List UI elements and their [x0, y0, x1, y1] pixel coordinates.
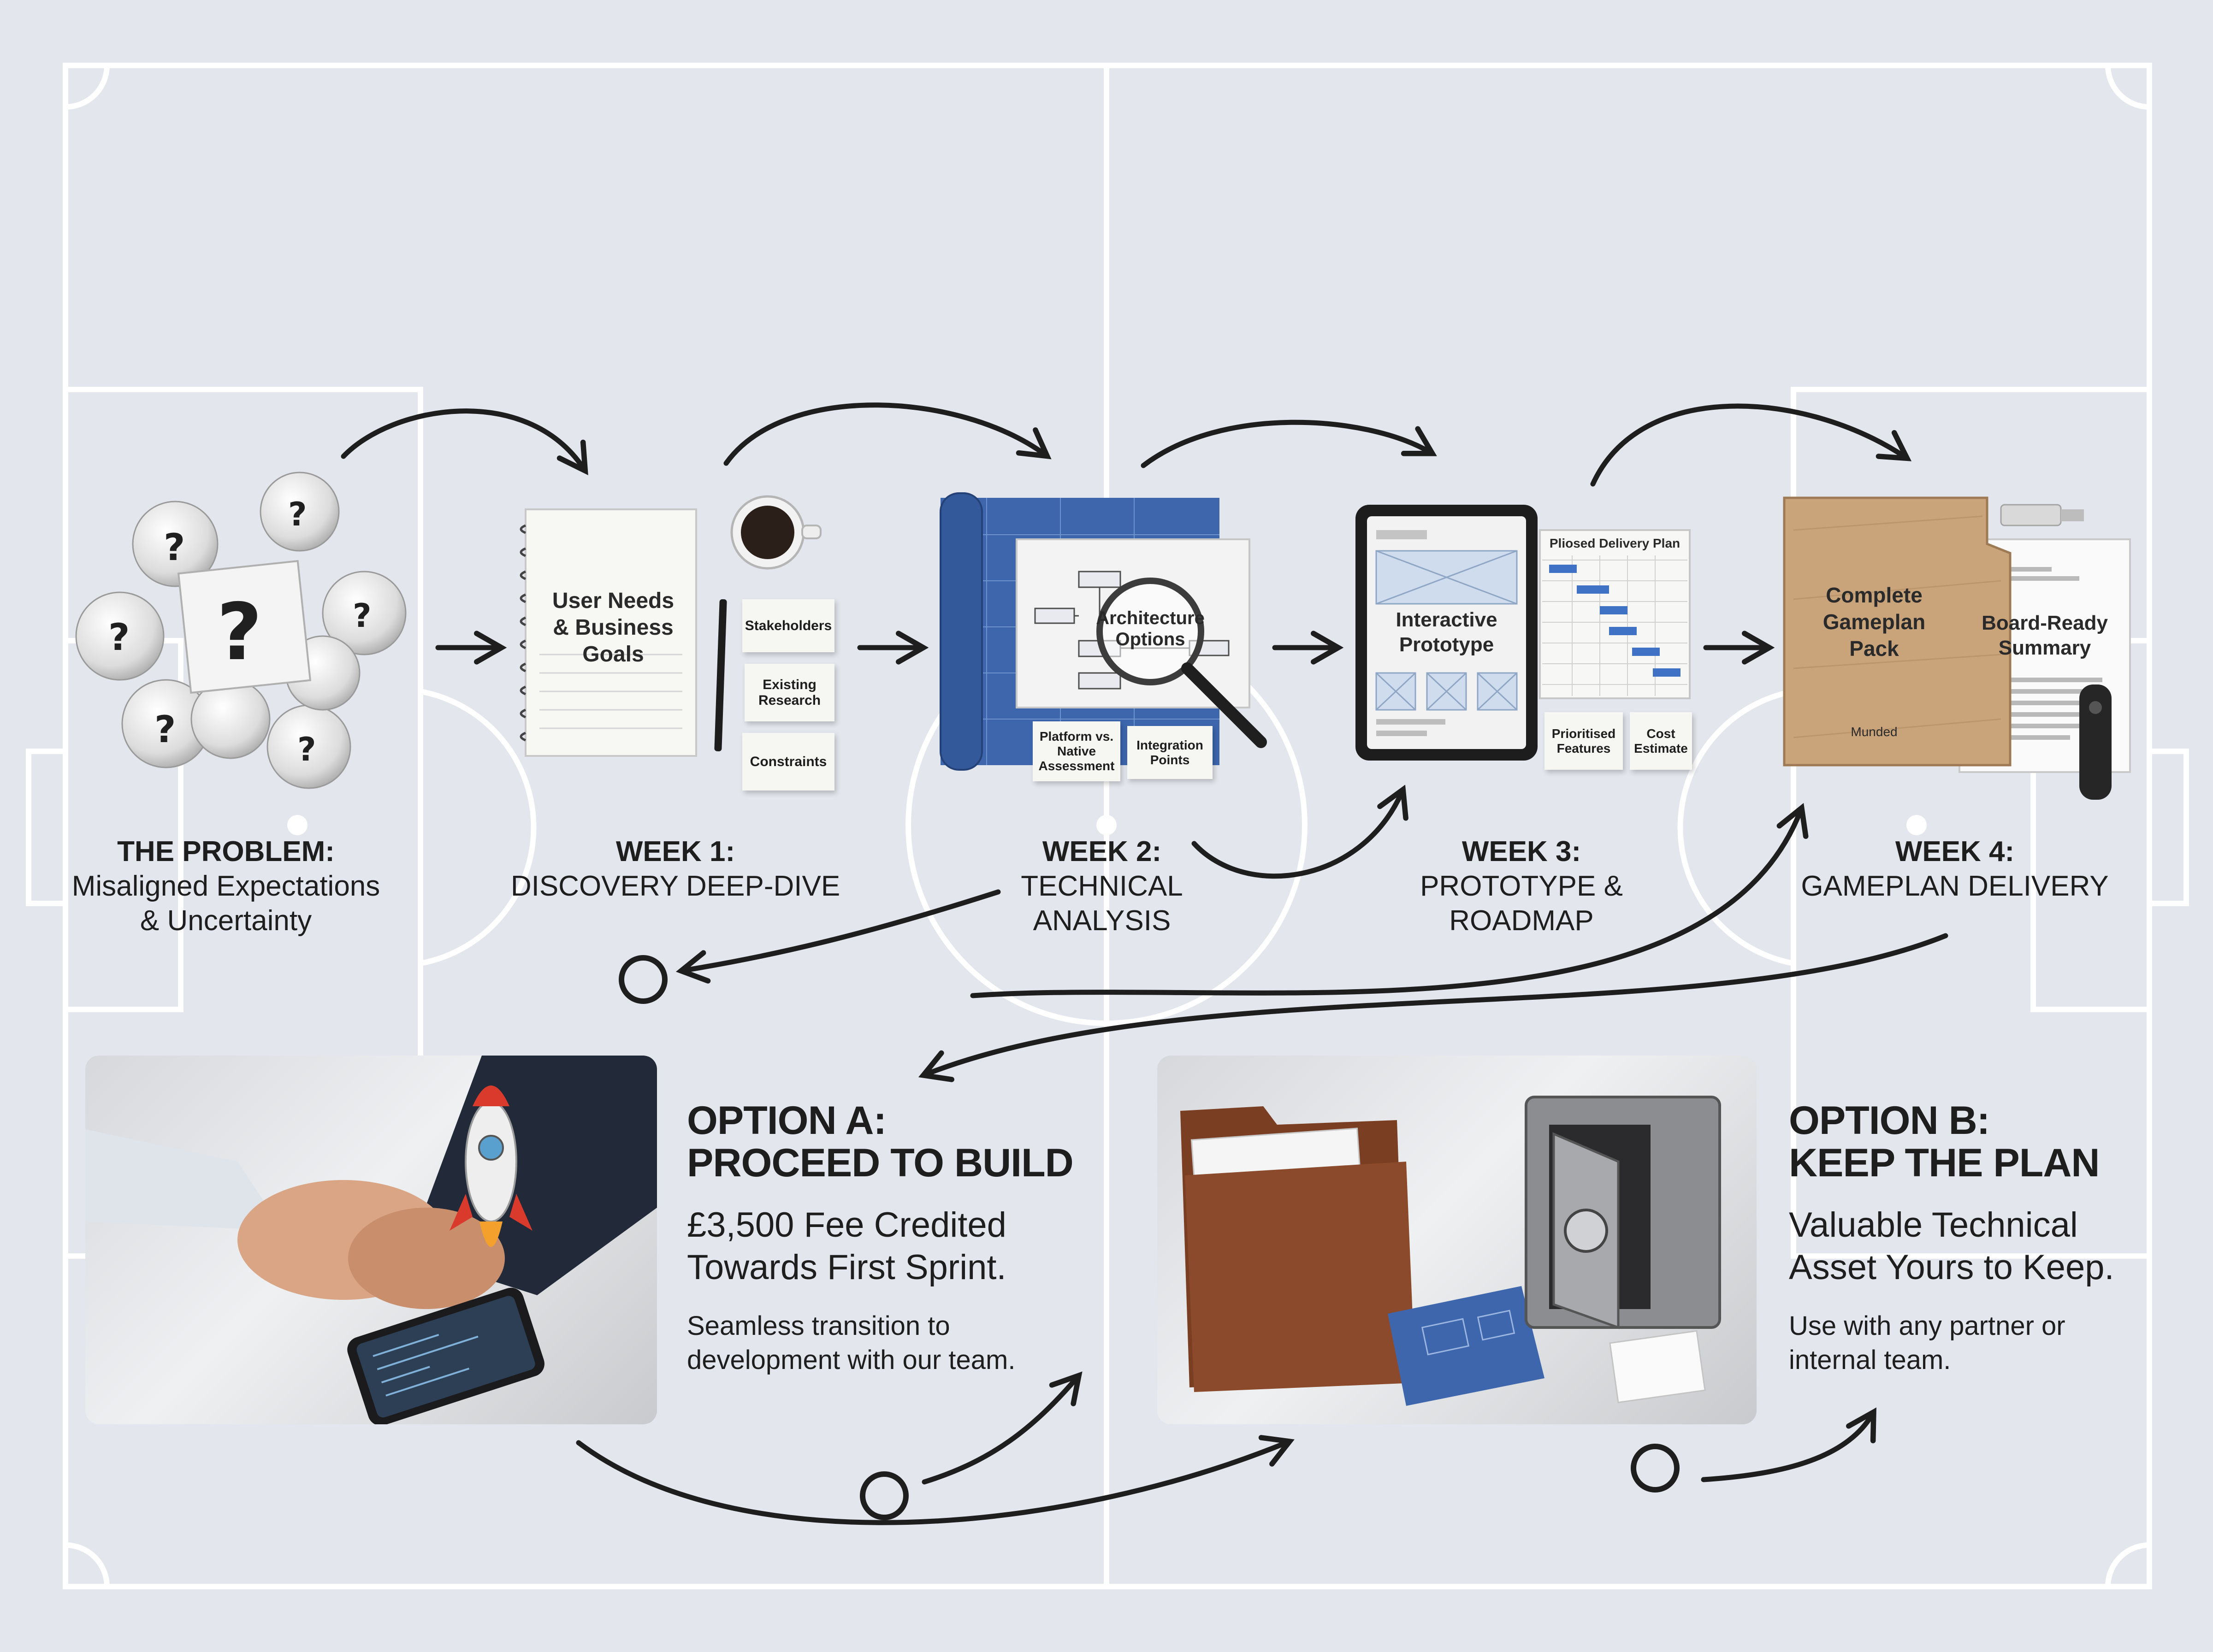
option-a-title: OPTION A: PROCEED TO BUILD	[687, 1098, 1074, 1185]
shirt-sleeve	[85, 1129, 284, 1231]
question-mark-icon: ?	[217, 587, 262, 678]
note-existing-research: Existing Research	[745, 664, 834, 721]
arrow-option-a-up	[922, 1371, 1083, 1485]
arrow-back-to-marker	[675, 889, 1001, 984]
center-spot	[1096, 815, 1117, 835]
note-stakeholders: Stakeholders	[742, 599, 834, 652]
option-b-desc: Use with any partner or internal team.	[1789, 1311, 2065, 1375]
pen-icon	[714, 599, 727, 751]
stage-problem-heading: THE PROBLEM:	[117, 836, 335, 867]
smartphone-icon	[347, 1287, 544, 1424]
stage-week3-heading: WEEK 3:	[1462, 836, 1581, 867]
document-card	[1609, 1330, 1706, 1404]
arrow-week2-to-week3-curve	[1191, 785, 1408, 879]
player-marker-icon	[1631, 1444, 1680, 1493]
option-b-photo	[1157, 1056, 1757, 1424]
left-penalty-arc	[420, 689, 537, 966]
question-mark-icon: ?	[108, 616, 130, 659]
folder-logo: Munded	[1851, 725, 1898, 739]
paper-ball	[75, 591, 165, 681]
arrow-week4-to-option-a	[918, 933, 1948, 1082]
corner-arc-tr	[2105, 65, 2150, 110]
stage-week1: WEEK 1: DISCOVERY DEEP-DIVE	[498, 834, 853, 903]
architecture-options-label: Architecture Options	[1096, 608, 1205, 649]
arrow-option-a-to-option-b	[576, 1435, 1295, 1525]
note-platform-vs-native: Platform vs. Native Assessment	[1033, 721, 1120, 781]
paper-ball	[132, 501, 219, 587]
right-penalty-arc	[1677, 689, 1794, 966]
safe-icon	[1525, 1096, 1721, 1329]
stage-week3: WEEK 3: PROTOTYPE & ROADMAP	[1383, 834, 1660, 938]
left-penalty-spot	[287, 815, 308, 835]
arrow-to-week4	[970, 803, 1809, 998]
player-marker-icon	[860, 1471, 909, 1520]
note-integration-points: Integration Points	[1127, 726, 1213, 779]
option-a-desc: Seamless transition to development with …	[687, 1311, 1016, 1375]
player-marker-icon	[619, 955, 668, 1004]
corner-arc-bl	[65, 1542, 110, 1587]
right-penalty-spot	[1906, 815, 1927, 835]
arrow-problem-to-week1	[341, 408, 588, 476]
rocket-icon	[450, 1086, 533, 1247]
prototype-label: Interactive Prototype	[1396, 608, 1497, 656]
question-note	[177, 560, 312, 694]
paper-ball	[260, 472, 340, 552]
note-cost-estimate: Cost Estimate	[1630, 712, 1692, 770]
board-summary-label: Board-Ready Summary	[1982, 612, 2108, 659]
question-mark-icon: ?	[297, 731, 316, 768]
arrow-option-b-up	[1701, 1407, 1876, 1482]
corner-arc-br	[2105, 1542, 2150, 1587]
note-constraints: Constraints	[742, 733, 834, 791]
stage-week3-subtitle: PROTOTYPE & ROADMAP	[1420, 870, 1623, 937]
corner-arc-tl	[65, 65, 110, 110]
option-b-title: OPTION B: KEEP THE PLAN	[1789, 1098, 2100, 1185]
gameplan-folder	[1783, 496, 2012, 767]
right-goal	[2147, 749, 2189, 906]
gameplan-pack-label: Complete Gameplan Pack	[1822, 583, 1926, 661]
option-a-photo	[85, 1056, 657, 1424]
arrow-week1-to-week2	[723, 402, 1052, 466]
arrow-week2-to-week3	[1141, 419, 1437, 468]
notebook-title: User Needs & Business Goals	[552, 589, 675, 667]
stage-week2-subtitle: TECHNICAL ANALYSIS	[1021, 870, 1183, 937]
option-a-fee: £3,500 Fee Credited Towards First Sprint…	[687, 1205, 1006, 1287]
delivery-plan-title: Pliosed Delivery Plan	[1549, 536, 1680, 550]
question-mark-icon: ?	[353, 597, 372, 635]
stage-week4: WEEK 4: GAMEPLAN DELIVERY	[1784, 834, 2125, 903]
arrow-week3-to-week4	[1590, 403, 1912, 487]
notebook-spiral	[520, 524, 527, 742]
magnifier-icon	[1096, 578, 1204, 685]
stage-week1-heading: WEEK 1:	[615, 836, 735, 867]
stage-problem: THE PROBLEM: Misaligned Expectations & U…	[69, 834, 383, 938]
stage-week1-subtitle: DISCOVERY DEEP-DIVE	[510, 870, 840, 902]
stage-week4-subtitle: GAMEPLAN DELIVERY	[1801, 870, 2109, 902]
stage-problem-subtitle: Misaligned Expectations & Uncertainty	[71, 870, 380, 937]
left-goal	[26, 749, 68, 906]
stage-week2-heading: WEEK 2:	[1042, 836, 1162, 867]
question-mark-icon: ?	[164, 526, 185, 569]
remote-icon	[2079, 684, 2112, 800]
stage-week4-heading: WEEK 4:	[1895, 836, 2015, 867]
question-mark-icon: ?	[288, 496, 307, 533]
note-prioritised-features: Prioritised Features	[1544, 712, 1623, 770]
stage-week2: WEEK 2: TECHNICAL ANALYSIS	[964, 834, 1240, 938]
option-b-asset: Valuable Technical Asset Yours to Keep.	[1789, 1205, 2114, 1287]
blueprint-roll-icon	[1388, 1286, 1544, 1406]
notebook	[525, 508, 697, 757]
wallet-folder-icon	[1180, 1106, 1415, 1392]
blueprint-roll	[940, 492, 983, 771]
question-mark-icon: ?	[154, 708, 176, 751]
paper-ball	[322, 571, 407, 655]
